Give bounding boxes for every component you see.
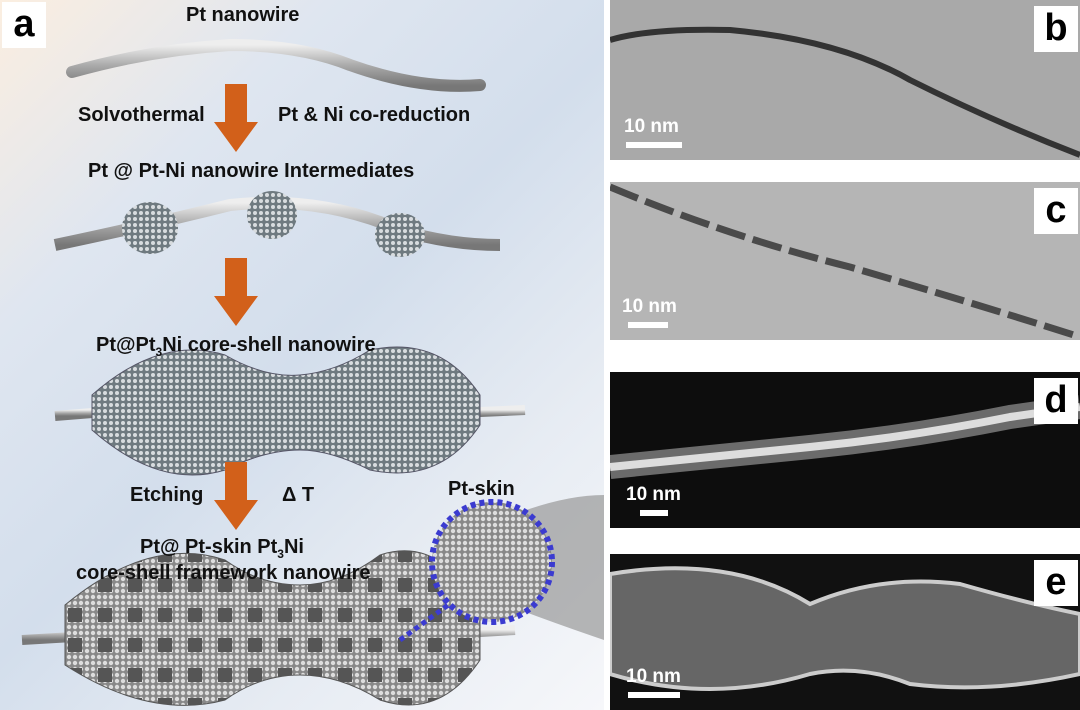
condition-solvothermal: Solvothermal [78, 104, 205, 126]
panel-letter-d: d [1034, 378, 1078, 424]
cluster [122, 202, 178, 254]
core-shell-nanowire [91, 346, 481, 476]
panel-letter-b: b [1034, 6, 1078, 52]
scale-label: 10 nm [622, 296, 677, 317]
tem-panel-e: e 10 nm [610, 554, 1080, 710]
condition-coreduction: Pt & Ni co-reduction [278, 104, 471, 126]
step4-label-line1: Pt@ Pt-skin Pt3Ni [140, 536, 304, 561]
pt-nanowire [66, 38, 486, 92]
arrow-down-icon [214, 84, 258, 152]
tem-panel-d: d 10 nm [610, 372, 1080, 528]
cluster [247, 191, 297, 239]
arrow-down-icon [214, 258, 258, 326]
step4-label-line2: core-shell framework nanowire [76, 562, 371, 584]
scale-bar [628, 322, 668, 328]
scale-label: 10 nm [626, 484, 681, 505]
pt-skin-inset [429, 499, 555, 625]
framework-nanowire [64, 550, 481, 706]
panel-letter-e: e [1034, 560, 1078, 606]
step3-label: Pt@Pt3Ni core-shell nanowire [96, 334, 376, 359]
arrow-down-icon [214, 462, 258, 530]
tem-panel-c: c 10 nm [610, 182, 1080, 340]
inset-label-pt-skin: Pt-skin [448, 478, 515, 500]
schematic-drawing [21, 38, 604, 706]
condition-etching: Etching [130, 484, 204, 506]
panel-letter-a: a [2, 2, 46, 48]
scale-label: 10 nm [624, 116, 679, 137]
condition-delta-t: Δ T [282, 484, 315, 506]
step1-label: Pt nanowire [186, 4, 300, 26]
scale-label: 10 nm [626, 666, 681, 687]
tem-panel-b: b 10 nm [610, 0, 1080, 160]
scale-bar [640, 510, 668, 516]
cluster [375, 213, 425, 257]
schematic-panel-a: a Pt nanowire Solvothermal Pt & Ni co-re… [0, 0, 604, 710]
panel-letter-c: c [1034, 188, 1078, 234]
inset-pointer [398, 597, 457, 643]
scale-bar [628, 692, 680, 698]
scale-bar [626, 142, 682, 148]
step2-label: Pt @ Pt-Ni nanowire Intermediates [88, 160, 415, 182]
